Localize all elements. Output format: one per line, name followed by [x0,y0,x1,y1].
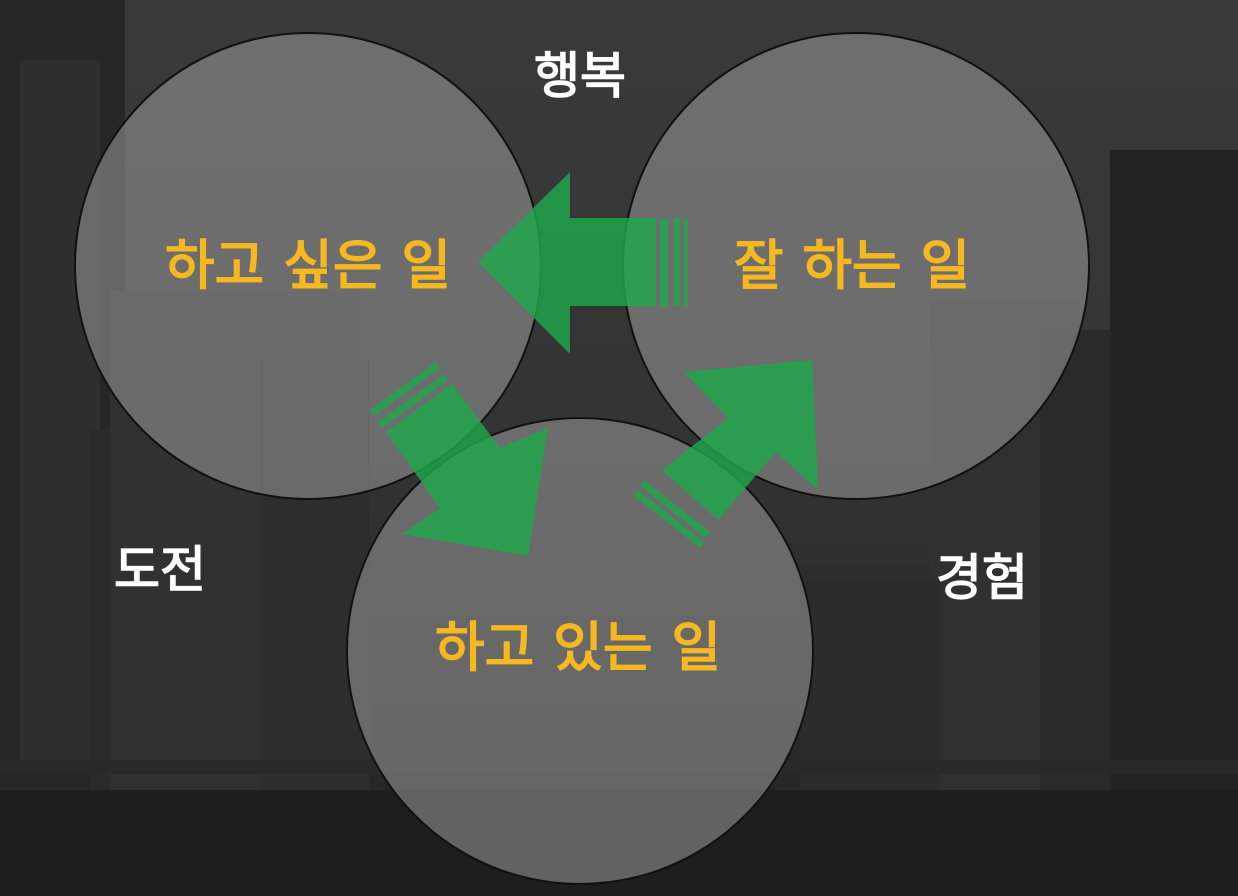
arrow-up-right-icon [634,360,818,548]
label-want-to-do: 하고 싶은 일 [165,234,451,297]
label-happiness: 행복 [534,47,626,105]
label-challenge: 도전 [114,541,206,599]
label-currently-doing: 하고 있는 일 [435,616,721,679]
arrow-left-icon [478,172,688,354]
label-good-at: 잘 하는 일 [733,234,971,297]
arrow-down-right-icon [370,362,548,556]
label-experience: 경험 [936,549,1028,607]
